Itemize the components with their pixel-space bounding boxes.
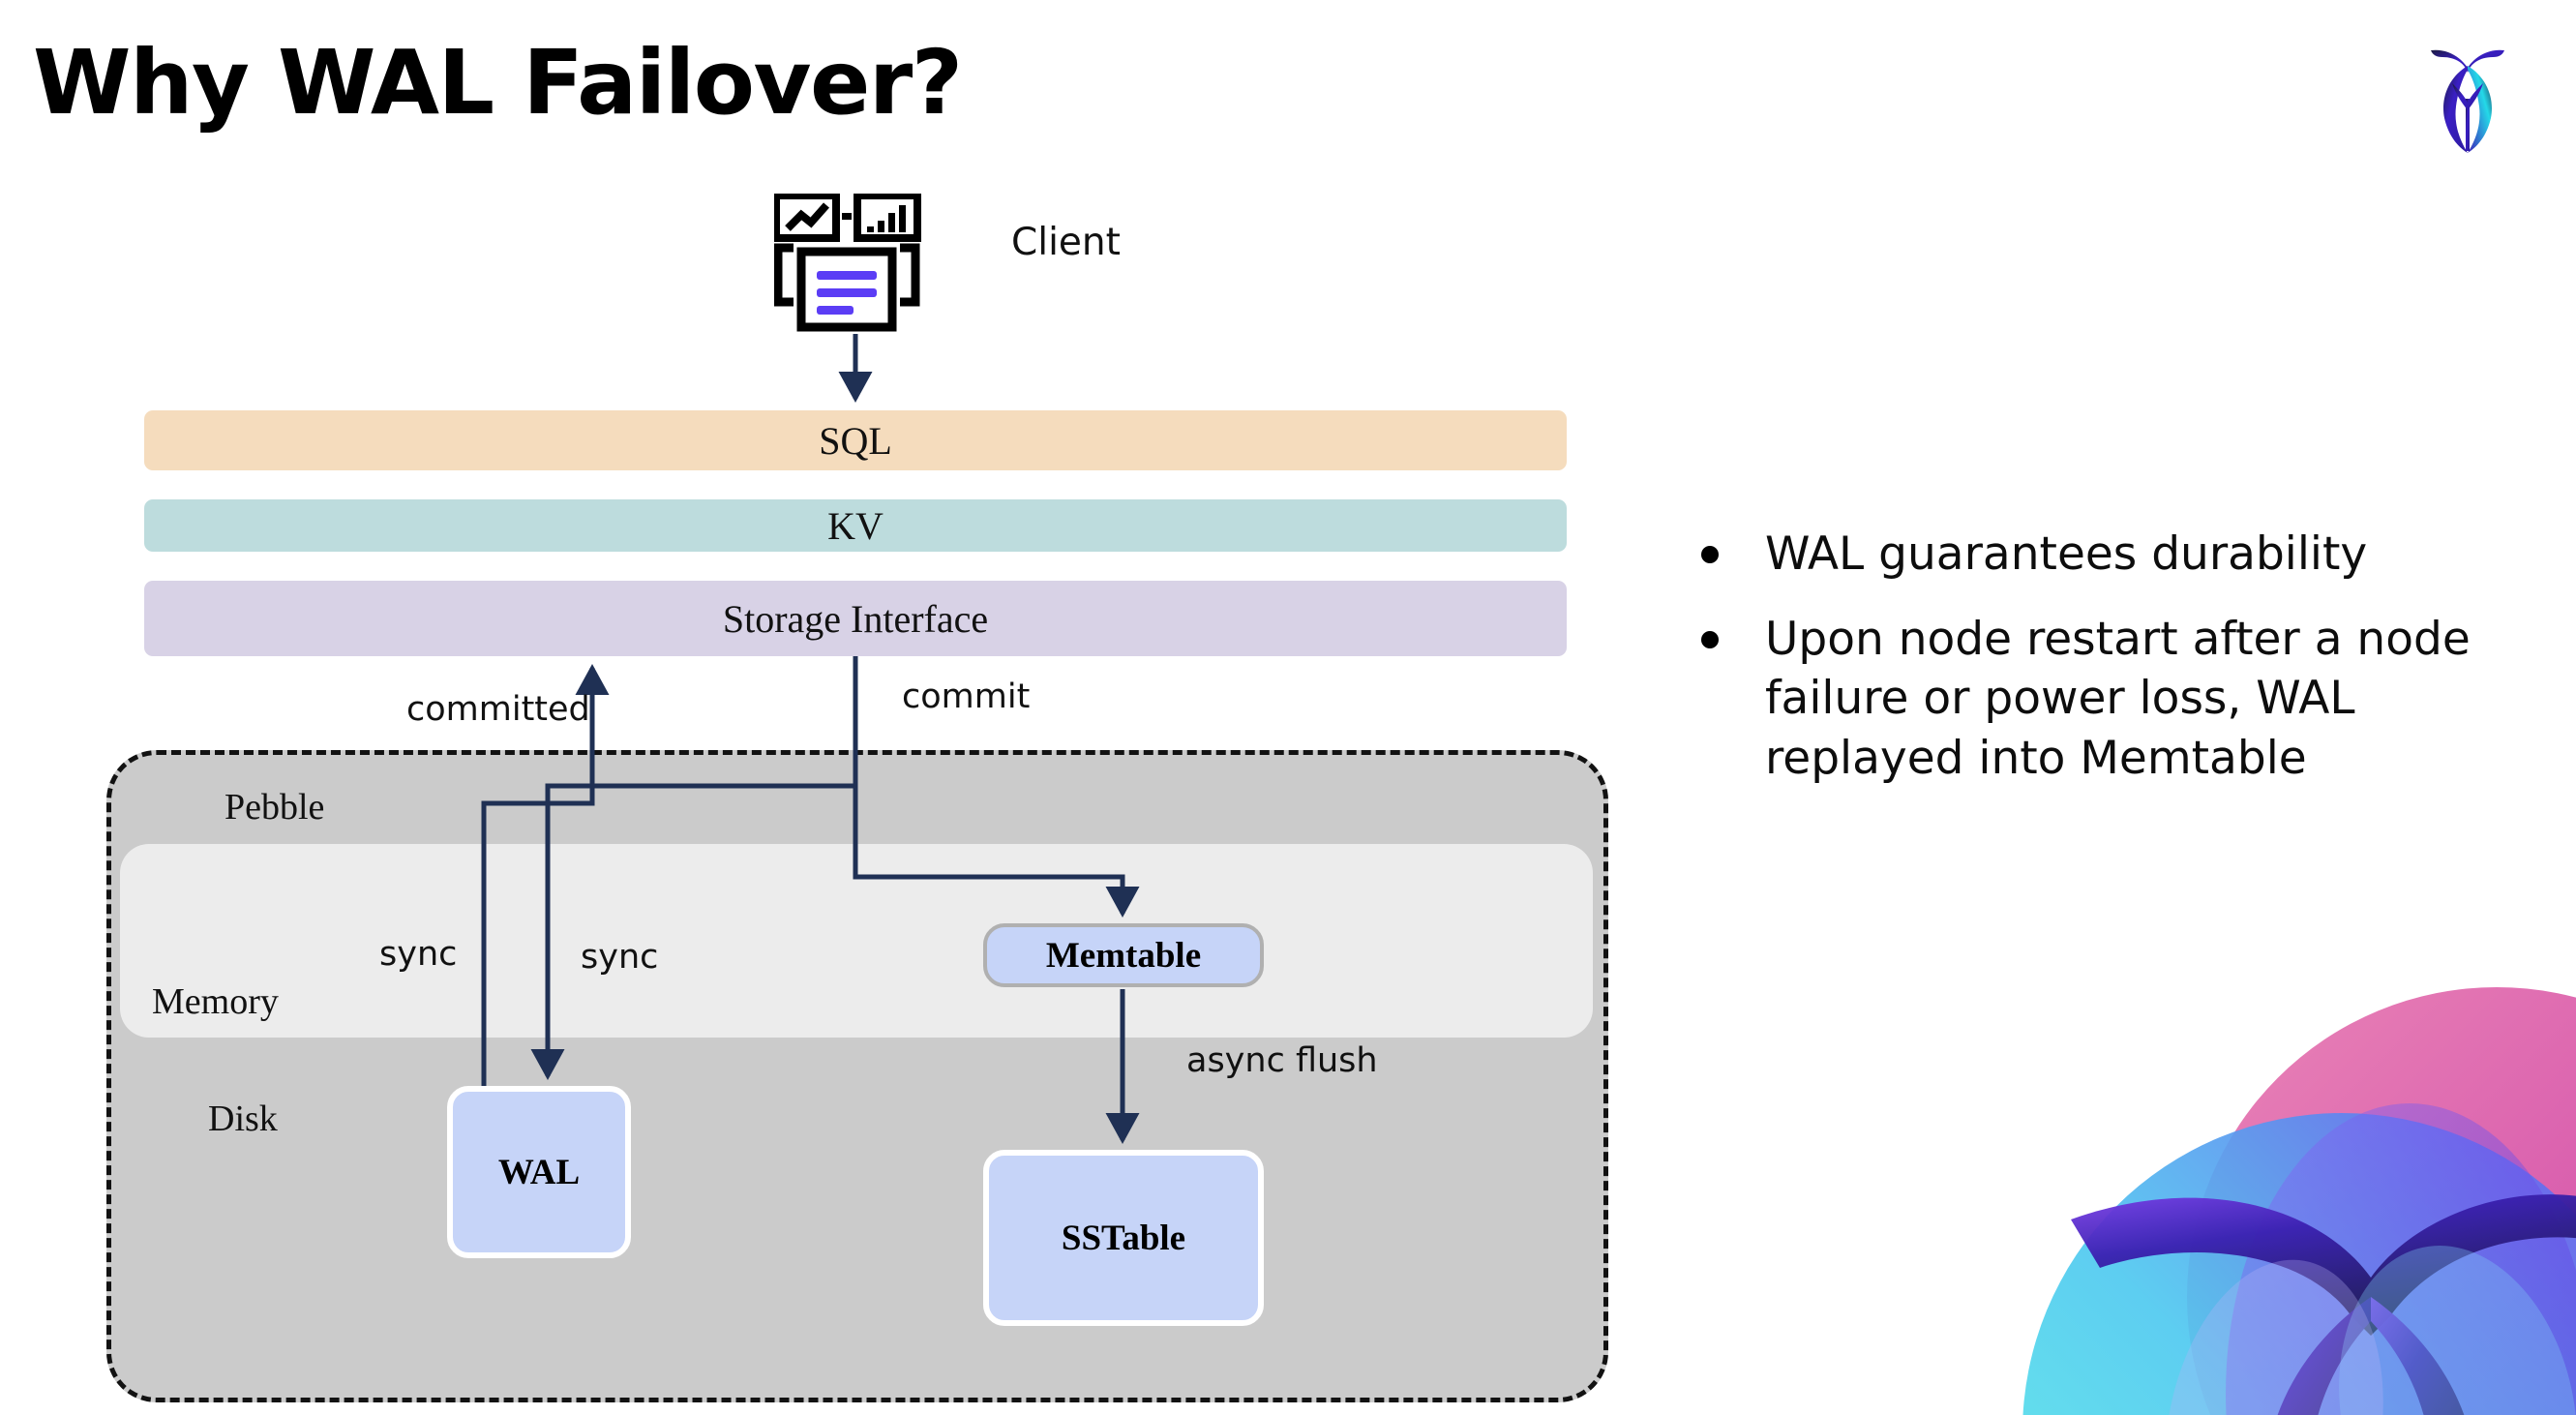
page-title: Why WAL Failover? — [33, 31, 963, 135]
pebble-label: Pebble — [225, 787, 325, 828]
layer-label-sql: SQL — [819, 418, 892, 463]
layer-bar-sql: SQL — [144, 410, 1567, 470]
box-label-wal: WAL — [497, 1152, 581, 1192]
edge-label-sync-2: sync — [581, 938, 659, 977]
layer-bar-storage-interface: Storage Interface — [144, 581, 1567, 656]
list-item: WAL guarantees durability — [1701, 525, 2533, 585]
list-item: Upon node restart after a node failure o… — [1701, 610, 2533, 789]
client-label: Client — [1011, 221, 1121, 264]
edge-label-committed: committed — [406, 690, 590, 729]
cockroachdb-logo-icon — [2431, 49, 2504, 153]
edge-label-sync-1: sync — [379, 935, 458, 974]
bullet-list: WAL guarantees durability Upon node rest… — [1701, 525, 2533, 813]
box-memtable: Memtable — [983, 923, 1264, 987]
bullet-text: WAL guarantees durability — [1765, 527, 2368, 581]
box-label-sstable: SSTable — [1061, 1218, 1186, 1258]
layer-label-kv: KV — [827, 503, 884, 548]
client-terminal-icon — [774, 194, 921, 332]
decorative-logo-watermark — [2022, 987, 2576, 1415]
layer-bar-kv: KV — [144, 499, 1567, 552]
bullet-dot-icon — [1701, 630, 1719, 648]
box-wal: WAL — [447, 1086, 631, 1258]
memory-panel — [120, 844, 1593, 1038]
edge-label-async-flush: async flush — [1186, 1041, 1378, 1080]
box-sstable: SSTable — [983, 1150, 1264, 1326]
bullet-text: Upon node restart after a node failure o… — [1765, 612, 2471, 785]
memory-label: Memory — [152, 981, 279, 1022]
edge-label-commit: commit — [902, 677, 1031, 716]
disk-label: Disk — [208, 1099, 278, 1139]
box-label-memtable: Memtable — [1045, 935, 1202, 976]
layer-label-storage-interface: Storage Interface — [722, 596, 989, 641]
bullet-dot-icon — [1701, 546, 1719, 563]
